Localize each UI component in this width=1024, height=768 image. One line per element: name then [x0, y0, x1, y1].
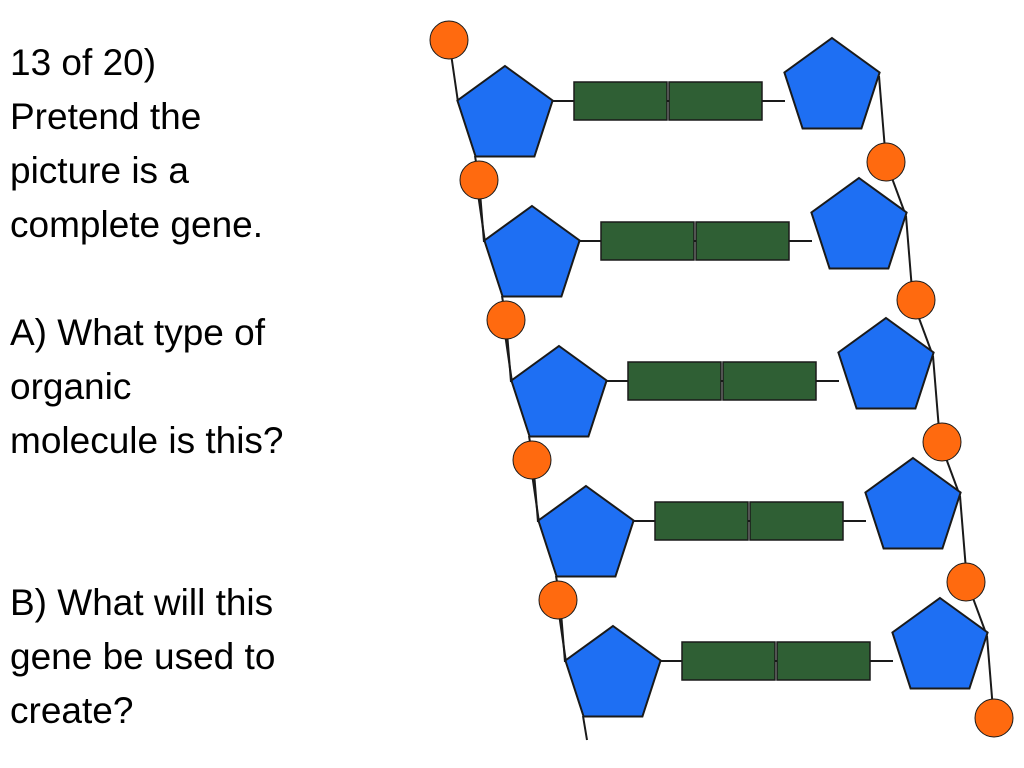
deoxyribose-sugar-left: [537, 484, 635, 578]
nitrogen-base: [600, 221, 695, 261]
deoxyribose-sugar-right: [864, 456, 962, 550]
deoxyribose-sugar-left: [483, 204, 581, 298]
intro-line-2: picture is a: [10, 150, 189, 191]
deoxyribose-sugar-right: [837, 316, 935, 410]
intro-line-3: complete gene.: [10, 204, 264, 245]
phosphate-group-right: [974, 698, 1014, 738]
intro-line-1: Pretend the: [10, 96, 202, 137]
phosphate-group-right: [922, 422, 962, 462]
deoxyribose-sugar-left: [510, 344, 608, 438]
nitrogen-base: [573, 81, 668, 121]
deoxyribose-sugar-right: [783, 36, 881, 130]
part-b-line-2: gene be used to: [10, 636, 276, 677]
part-b-line-1: B) What will this: [10, 582, 274, 623]
phosphate-group-left: [459, 160, 499, 200]
part-a-line-1: A) What type of: [10, 312, 265, 353]
nitrogen-base: [654, 501, 749, 541]
deoxyribose-sugar-right: [810, 176, 908, 270]
part-a-line-3: molecule is this?: [10, 420, 284, 461]
deoxyribose-sugar-right: [891, 596, 989, 690]
nitrogen-base: [681, 641, 776, 681]
deoxyribose-sugar-left: [456, 64, 554, 158]
phosphate-group-right: [896, 280, 936, 320]
nitrogen-base: [695, 221, 790, 261]
phosphate-group-left: [512, 440, 552, 480]
part-a-line-2: organic: [10, 366, 132, 407]
phosphate-group-left: [538, 580, 578, 620]
nitrogen-base: [749, 501, 844, 541]
nitrogen-base: [627, 361, 722, 401]
phosphate-group-left: [486, 300, 526, 340]
phosphate-group-left: [429, 20, 469, 60]
deoxyribose-sugar-left: [564, 624, 662, 718]
part-b-line-3: create?: [10, 690, 134, 731]
nitrogen-base: [668, 81, 763, 121]
question-text: 13 of 20) Pretend the picture is a compl…: [10, 36, 390, 738]
phosphate-group-right: [866, 142, 906, 182]
nitrogen-base: [722, 361, 817, 401]
phosphate-group-right: [946, 562, 986, 602]
nitrogen-base: [776, 641, 871, 681]
backbone-bond: [582, 715, 588, 741]
question-number: 13 of 20): [10, 42, 157, 83]
